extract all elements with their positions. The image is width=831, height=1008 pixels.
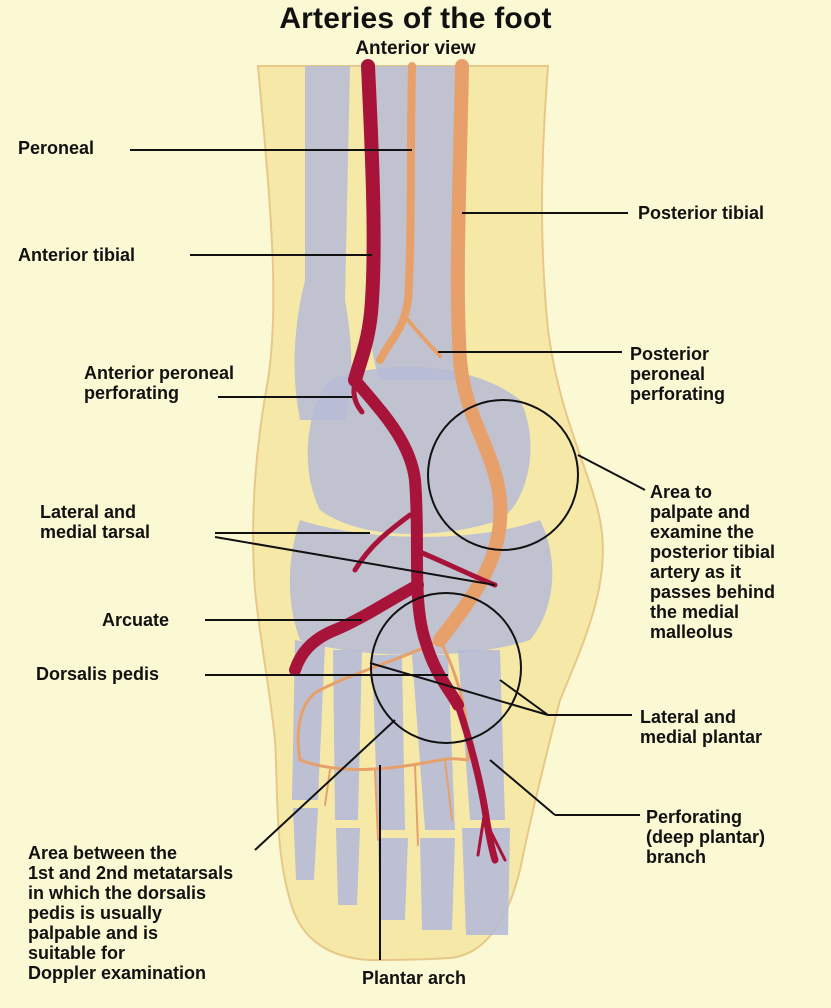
label-line: branch — [646, 847, 765, 867]
label-line: medial plantar — [640, 727, 762, 747]
label-line: Posterior — [630, 344, 725, 364]
label-line: palpate and — [650, 502, 775, 522]
label-line: Perforating — [646, 807, 765, 827]
label-area-dorsalis-pedis: Area between the 1st and 2nd metatarsals… — [28, 843, 233, 983]
label-line: posterior tibial — [650, 542, 775, 562]
label-line: Lateral and — [640, 707, 762, 727]
label-line: malleolus — [650, 622, 775, 642]
label-line: medial tarsal — [40, 522, 150, 542]
label-perforating-branch: Perforating (deep plantar) branch — [646, 807, 765, 867]
label-line: Doppler examination — [28, 963, 233, 983]
label-peroneal: Peroneal — [18, 138, 94, 158]
label-line: Area between the — [28, 843, 233, 863]
label-posterior-tibial: Posterior tibial — [638, 203, 764, 223]
label-anterior-tibial: Anterior tibial — [18, 245, 135, 265]
label-area-posterior-tibial: Area to palpate and examine the posterio… — [650, 482, 775, 642]
label-lateral-medial-tarsal: Lateral and medial tarsal — [40, 502, 150, 542]
label-arcuate: Arcuate — [102, 610, 169, 630]
label-line: artery as it — [650, 562, 775, 582]
label-dorsalis-pedis: Dorsalis pedis — [36, 664, 159, 684]
label-anterior-peroneal-perforating: Anterior peroneal perforating — [84, 363, 234, 403]
label-line: 1st and 2nd metatarsals — [28, 863, 233, 883]
label-line: Lateral and — [40, 502, 150, 522]
label-line: the medial — [650, 602, 775, 622]
diagram-title: Arteries of the foot — [0, 2, 831, 36]
label-posterior-peroneal-perforating: Posterior peroneal perforating — [630, 344, 725, 404]
label-line: Anterior peroneal — [84, 363, 234, 383]
label-line: pedis is usually — [28, 903, 233, 923]
label-line: in which the dorsalis — [28, 883, 233, 903]
label-line: palpable and is — [28, 923, 233, 943]
label-plantar-arch: Plantar arch — [362, 968, 466, 988]
label-line: perforating — [630, 384, 725, 404]
label-line: (deep plantar) — [646, 827, 765, 847]
label-line: perforating — [84, 383, 234, 403]
label-line: peroneal — [630, 364, 725, 384]
label-lateral-medial-plantar: Lateral and medial plantar — [640, 707, 762, 747]
diagram-subtitle: Anterior view — [0, 38, 831, 60]
label-line: Area to — [650, 482, 775, 502]
label-line: suitable for — [28, 943, 233, 963]
label-line: passes behind — [650, 582, 775, 602]
label-line: examine the — [650, 522, 775, 542]
